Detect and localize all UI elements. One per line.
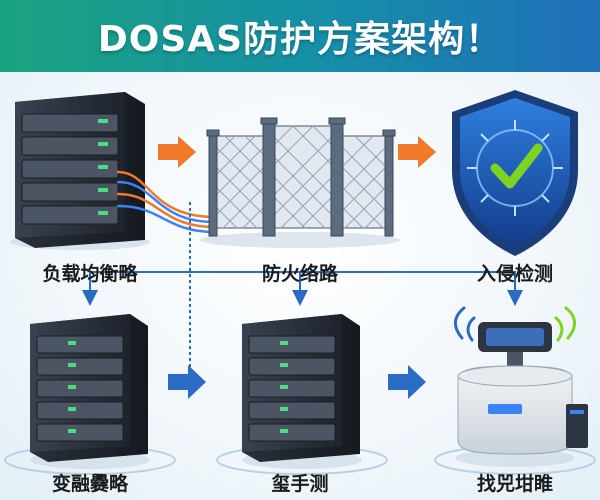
label-firewall: 防火络路	[261, 263, 338, 285]
title-banner: DOSAS防护方案架构！	[0, 0, 600, 72]
page-title: DOSAS防护方案架构！	[97, 19, 503, 60]
label-intrusion-detection: 入侵检测	[476, 263, 553, 285]
connector-lines	[82, 202, 523, 372]
arrow-right-icon	[158, 136, 196, 168]
arrow-right-icon	[398, 136, 436, 168]
diagram-area: 负载均衡略 防火络路 入侵检测 变融爨略 玺手测 找兕坩睢	[0, 72, 600, 500]
arrow-right-icon	[168, 365, 206, 399]
network-cables	[116, 170, 217, 234]
label-strategy: 变融爨略	[51, 473, 128, 495]
sensor-device-icon	[434, 306, 596, 475]
server-rack-icon	[4, 314, 176, 475]
server-rack-icon	[10, 92, 150, 250]
architecture-diagram	[4, 90, 596, 475]
fence-gate-icon	[200, 117, 400, 248]
arrow-right-icon	[388, 365, 426, 399]
label-load-balancing: 负载均衡略	[42, 263, 138, 285]
server-rack-icon	[216, 314, 388, 475]
label-monitoring: 玺手测	[271, 473, 329, 495]
shield-check-icon	[452, 90, 578, 256]
label-sensor: 找兕坩睢	[476, 473, 553, 495]
